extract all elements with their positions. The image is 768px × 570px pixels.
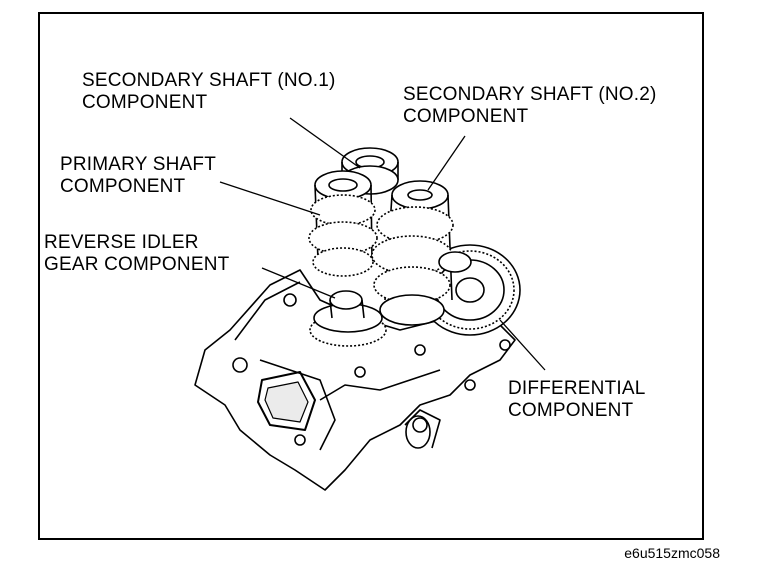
leader-lines [219, 117, 546, 371]
label-secondary-shaft-2-line1: SECONDARY SHAFT (NO.2) [403, 84, 657, 105]
label-primary-shaft: PRIMARY SHAFT COMPONENT [60, 154, 216, 198]
secondary-shaft-2-gears [371, 180, 454, 326]
label-primary-shaft-line2: COMPONENT [60, 176, 186, 197]
case-opening [257, 371, 316, 431]
diagram-frame [38, 12, 704, 540]
label-secondary-shaft-1: SECONDARY SHAFT (NO.1) COMPONENT [82, 70, 336, 114]
label-secondary-shaft-2: SECONDARY SHAFT (NO.2) COMPONENT [403, 84, 657, 128]
figure-code: e6u515zmc058 [624, 545, 720, 561]
label-reverse-idler-line2: GEAR COMPONENT [44, 254, 230, 275]
differential-boss [405, 415, 431, 449]
label-differential: DIFFERENTIAL COMPONENT [508, 378, 646, 422]
primary-shaft-gears [308, 170, 378, 277]
label-secondary-shaft-1-line1: SECONDARY SHAFT (NO.1) [82, 70, 336, 91]
label-secondary-shaft-2-line2: COMPONENT [403, 106, 529, 127]
label-reverse-idler-line1: REVERSE IDLER [44, 232, 199, 253]
label-reverse-idler: REVERSE IDLER GEAR COMPONENT [44, 232, 229, 276]
label-differential-line1: DIFFERENTIAL [508, 378, 646, 399]
label-secondary-shaft-1-line2: COMPONENT [82, 92, 208, 113]
reverse-idler-gear [309, 290, 387, 347]
label-primary-shaft-line1: PRIMARY SHAFT [60, 154, 217, 175]
label-differential-line2: COMPONENT [508, 400, 634, 421]
